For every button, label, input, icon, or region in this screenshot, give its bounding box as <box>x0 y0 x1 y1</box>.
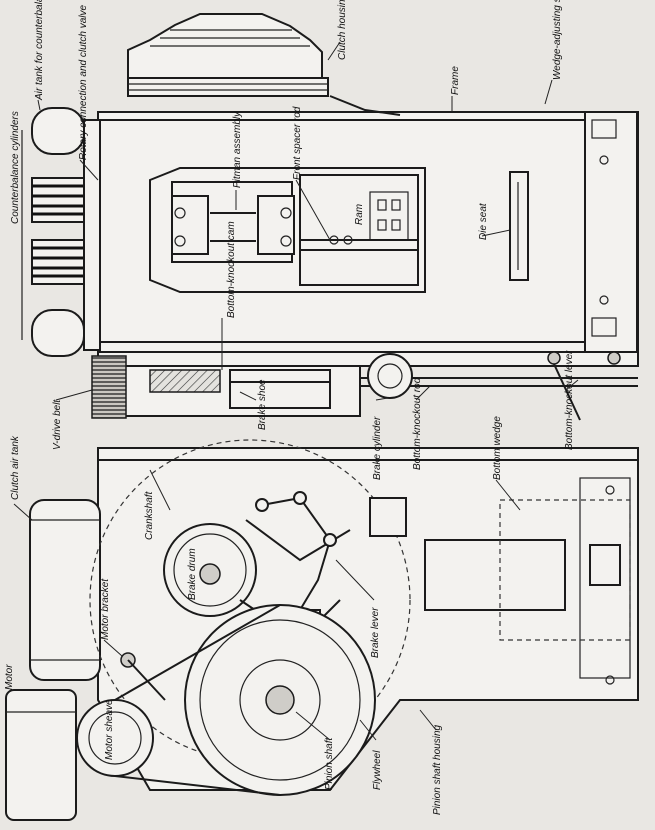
label-counterbalance-cylinders: Counterbalance cylinders <box>10 111 21 224</box>
label-front-spacer-rod: Front spacer rod <box>292 106 303 180</box>
label-motor-bracket: Motor bracket <box>100 578 111 640</box>
brake-drum <box>163 523 257 617</box>
counterbalance-cylinders <box>21 107 101 357</box>
bottom-wedge <box>424 499 631 641</box>
knockout-strip <box>97 351 639 421</box>
label-frame: Frame <box>450 66 461 95</box>
label-pinion-shaft-housing: Pinion shaft housing <box>432 724 443 815</box>
v-drive-belt <box>91 355 127 419</box>
label-clutch-air-tank: Clutch air tank <box>10 435 21 500</box>
label-brake-cylinder: Brake cylinder <box>372 416 383 480</box>
top-view <box>21 13 639 421</box>
label-motor-sheave: Motor sheave <box>104 699 115 760</box>
label-wedge-adjusting-screw: Wedge-adjusting screw <box>552 0 563 80</box>
clutch-air-tank <box>29 499 101 681</box>
flywheel <box>184 604 376 796</box>
label-bottom-knockout-cam: Bottom-knockout cam <box>226 221 237 318</box>
label-flywheel: Flywheel <box>372 750 383 790</box>
side-view <box>5 439 639 821</box>
frame <box>97 95 639 353</box>
motor <box>5 689 77 821</box>
label-brake-lever: Brake lever <box>370 607 381 658</box>
label-v-drive-belt: V-drive belt <box>52 399 63 450</box>
label-motor: Motor <box>4 664 15 690</box>
label-bottom-knockout-lever: Bottom-knockout lever <box>564 350 575 450</box>
label-crankshaft: Crankshaft <box>144 490 155 540</box>
label-bottom-wedge: Bottom wedge <box>492 416 503 480</box>
label-clutch-housing: Clutch housing <box>337 0 348 60</box>
label-air-tank: Air tank for counterbalance cylinders <box>34 0 45 101</box>
label-brake-drum: Brake drum <box>187 548 198 600</box>
label-brake-shoe: Brake shoe <box>257 379 268 430</box>
label-die-seat: Die seat <box>478 202 489 240</box>
label-ram: Ram <box>354 204 365 225</box>
label-pitman-assembly: Pitman assembly <box>232 111 243 188</box>
ram-assembly <box>149 167 529 293</box>
motor-sheave <box>76 699 154 777</box>
labels: Clutch housing Frame Wedge-adjusting scr… <box>4 0 579 815</box>
label-pinion-shaft: Pinion shaft <box>324 737 335 790</box>
clutch-housing <box>127 13 329 97</box>
label-bottom-knockout-rod: Bottom-knockout rod <box>412 377 423 470</box>
label-rotary-connection: Rotary connection and clutch valve <box>78 4 89 160</box>
